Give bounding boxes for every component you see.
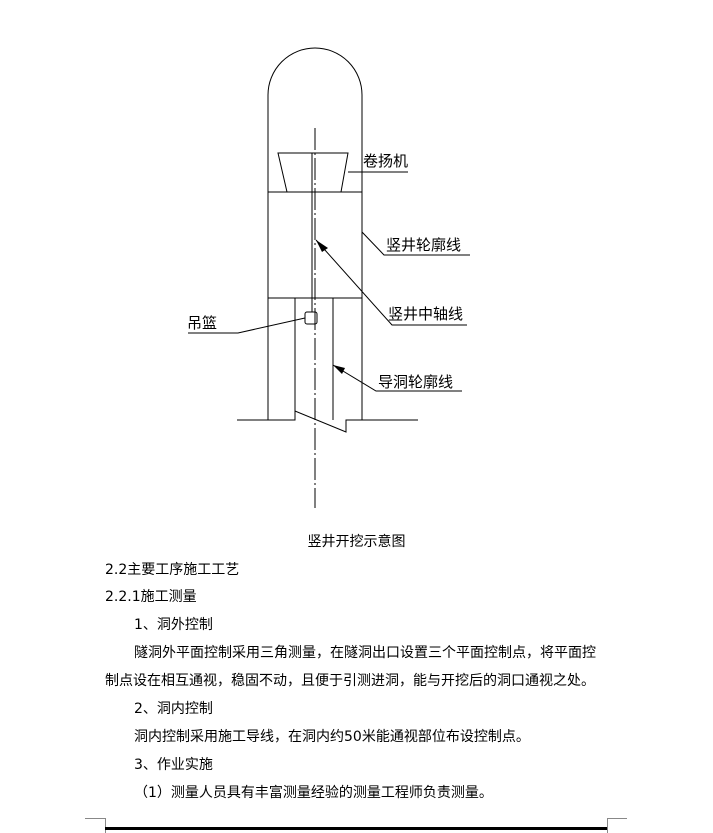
shaft-excavation-diagram: 卷扬机 竖井轮廓线 竖井中轴线 吊篮 导洞轮廓线 xyxy=(187,47,470,508)
margin-mark-right-h xyxy=(607,818,627,819)
item-2-text-line-1: 洞内控制采用施工导线，在洞内约50米能通视部位布设控制点。 xyxy=(134,729,530,745)
margin-mark-right-v xyxy=(607,818,608,833)
pilot-outline-label: 导洞轮廓线 xyxy=(378,373,453,391)
margin-mark-left-h xyxy=(85,818,105,819)
ground-break-line xyxy=(237,410,418,433)
item-1-title: 1、洞外控制 xyxy=(134,617,213,633)
item-1-text-line-1: 隧洞外平面控制采用三角测量，在隧洞出口设置三个平面控制点，将平面控 xyxy=(134,645,596,661)
shaft-outline-leader xyxy=(361,231,470,256)
page-bottom-rule xyxy=(105,827,607,830)
margin-mark-left-v xyxy=(105,818,106,833)
item-3-text-line-1: （1）测量人员具有丰富测量经验的测量工程师负责测量。 xyxy=(134,785,493,801)
item-3-title: 3、作业实施 xyxy=(134,757,213,773)
hoist-shape xyxy=(277,152,349,193)
diagram-caption: 竖井开挖示意图 xyxy=(307,534,406,550)
subsection-heading: 2.2.1施工测量 xyxy=(105,589,197,605)
pilot-arrowhead xyxy=(333,365,345,374)
basket-leader xyxy=(188,317,306,334)
item-1-text-line-2: 制点设在相互通视，稳固不动，且便于引测进洞，能与开挖后的洞口通视之处。 xyxy=(105,673,595,689)
axis-leader xyxy=(315,239,467,326)
pilot-outline-leader xyxy=(332,364,462,392)
axis-arrowhead xyxy=(316,240,328,252)
section-heading: 2.2主要工序施工工艺 xyxy=(105,562,240,578)
shaft-axis-label: 竖井中轴线 xyxy=(388,305,463,323)
hoist-label: 卷扬机 xyxy=(363,152,408,170)
item-2-title: 2、洞内控制 xyxy=(134,701,213,717)
shaft-outline xyxy=(267,47,363,420)
basket-label: 吊篮 xyxy=(187,314,217,332)
shaft-outline-label: 竖井轮廓线 xyxy=(386,236,461,254)
